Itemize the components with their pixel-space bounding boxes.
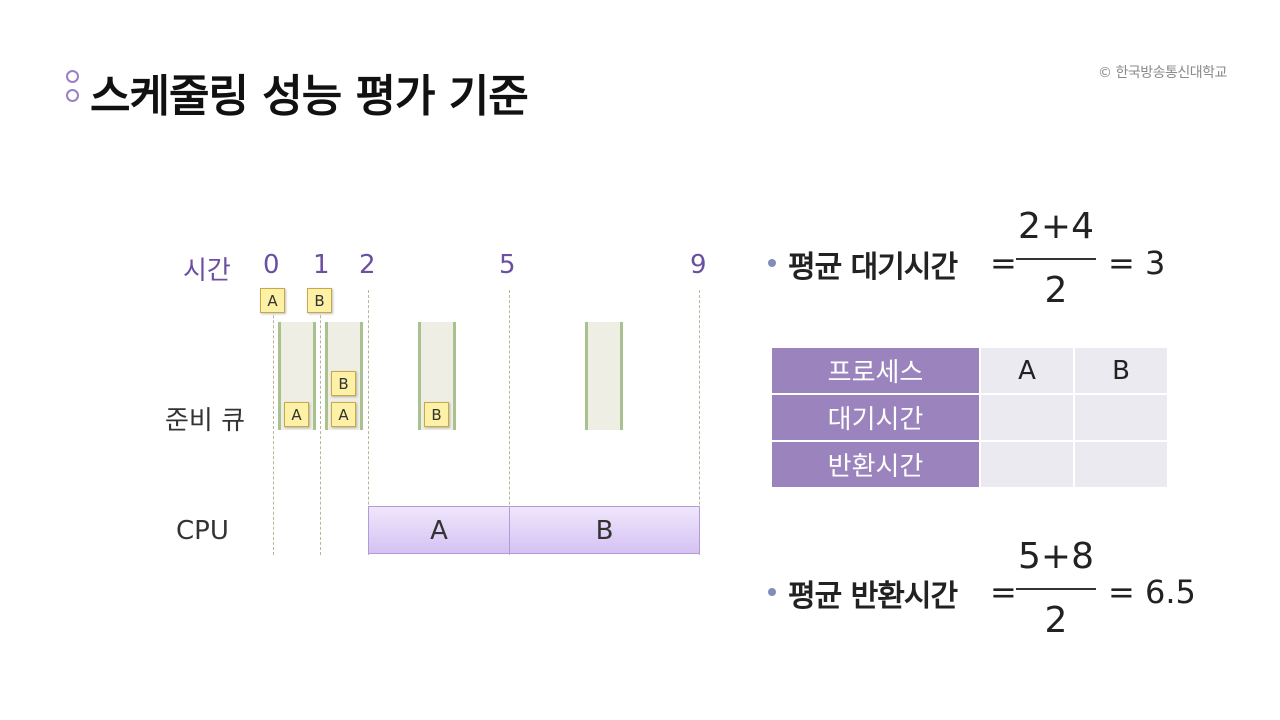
table-row: 반환시간 [772, 442, 1167, 487]
avg-wait-label: 평균 대기시간 [788, 250, 958, 285]
fraction-bar [1016, 588, 1096, 590]
avg-wait-numerator: 2+4 [1018, 206, 1094, 247]
avg-turnaround-denominator: 2 [1044, 600, 1068, 641]
table-cell [981, 395, 1073, 440]
avg-wait-denominator: 2 [1044, 270, 1068, 311]
row-label-turnaround: 반환시간 [772, 442, 979, 487]
table-cell [1075, 395, 1167, 440]
time-gridline [273, 290, 274, 555]
table-header-process: 프로세스 [772, 348, 979, 393]
title-bullet-icon [66, 70, 80, 108]
time-gridline [699, 290, 700, 555]
queue-box-b: B [331, 371, 356, 396]
arrival-box-a: A [260, 288, 285, 313]
avg-turnaround-label: 평균 반환시간 [788, 579, 958, 614]
queue-box-b: B [424, 402, 449, 427]
table-cell [981, 442, 1073, 487]
table-cell [1075, 442, 1167, 487]
avg-turnaround-numerator: 5+8 [1018, 536, 1094, 577]
ready-queue-label: 준비 큐 [165, 406, 246, 436]
equals-sign: = [990, 573, 1017, 611]
tick-label-1: 1 [313, 250, 330, 280]
page-title: 스케줄링 성능 평가 기준 [90, 71, 529, 122]
tick-label-9: 9 [690, 250, 707, 280]
time-axis-label: 시간 [183, 256, 231, 286]
cpu-segment-b: B [509, 506, 700, 554]
avg-wait-result: = 3 [1108, 244, 1166, 282]
table-header-a: A [981, 348, 1073, 393]
avg-turnaround-result: = 6.5 [1108, 573, 1196, 611]
queue-box-a: A [284, 402, 309, 427]
copyright-notice: © 한국방송통신대학교 [1098, 65, 1227, 81]
row-label-wait: 대기시간 [772, 395, 979, 440]
cpu-label: CPU [176, 516, 229, 546]
time-gridline [368, 290, 369, 555]
fraction-bar [1016, 258, 1096, 260]
queue-box-a: A [331, 402, 356, 427]
bullet-icon [768, 259, 776, 267]
time-gridline [509, 290, 510, 555]
tick-label-5: 5 [499, 250, 516, 280]
table-row: 대기시간 [772, 395, 1167, 440]
equals-sign: = [990, 244, 1017, 282]
table-header-row: 프로세스 A B [772, 348, 1167, 393]
ready-queue-column [585, 322, 623, 430]
cpu-segment-a: A [368, 506, 510, 554]
process-table: 프로세스 A B 대기시간 반환시간 [770, 346, 1169, 489]
bullet-icon [768, 588, 776, 596]
tick-label-0: 0 [263, 250, 280, 280]
table-header-b: B [1075, 348, 1167, 393]
tick-label-2: 2 [359, 250, 376, 280]
time-gridline [320, 290, 321, 555]
arrival-box-b: B [307, 288, 332, 313]
